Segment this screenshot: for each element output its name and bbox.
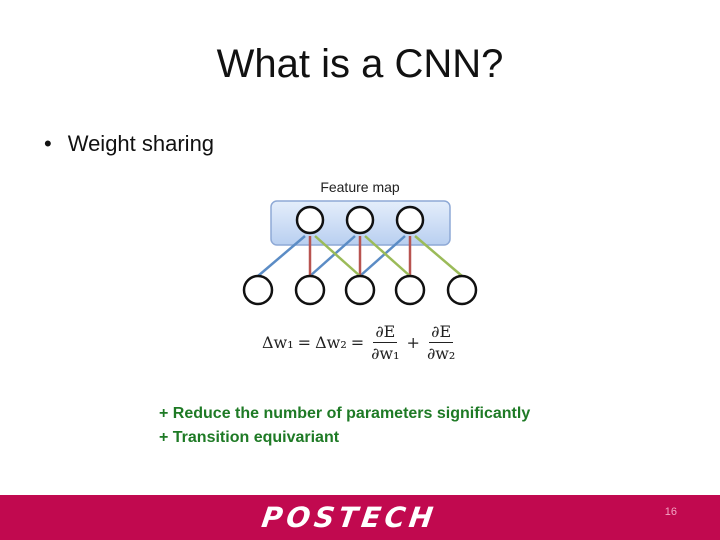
feature-node-1 — [295, 205, 325, 235]
green-edges — [314, 235, 463, 277]
blue-edge-1 — [257, 235, 306, 277]
footer-bar: POSTECH 16 — [0, 495, 720, 540]
bullet-text: Weight sharing — [67, 131, 215, 156]
eq-frac2-numerator: ∂E — [429, 322, 454, 343]
green-edge-3 — [414, 235, 463, 277]
blue-edge-3 — [359, 235, 406, 277]
red-edges — [308, 236, 412, 276]
weight-update-equation: Δw₁ = Δw₂ = ∂E ∂w₁ + ∂E ∂w₂ — [262, 322, 458, 363]
eq-plus: + — [406, 333, 420, 352]
eq-equals-1: = — [297, 333, 312, 352]
benefits-list: + Reduce the number of parameters signif… — [159, 402, 530, 450]
slide-title: What is a CNN? — [216, 42, 504, 86]
green-edge-2 — [364, 235, 411, 277]
eq-frac1-numerator: ∂E — [373, 322, 398, 343]
feature-map-label: Feature map — [320, 179, 400, 195]
postech-logo: POSTECH — [259, 501, 440, 534]
input-node-2 — [294, 274, 326, 306]
blue-edges — [257, 235, 406, 277]
eq-delta-w1: Δw₁ — [262, 333, 294, 352]
input-node-1 — [242, 274, 274, 306]
weight-sharing-diagram: Feature map — [242, 179, 478, 306]
input-node-3 — [344, 274, 376, 306]
bullet-item: • Weight sharing — [44, 131, 214, 157]
benefit-item: + Transition equivariant — [159, 429, 340, 446]
input-node-5 — [446, 274, 478, 306]
input-node-4 — [394, 274, 426, 306]
eq-frac2-denominator: ∂w₂ — [426, 344, 456, 363]
feature-node-3 — [395, 205, 425, 235]
input-nodes — [242, 274, 478, 306]
eq-fraction-2: ∂E ∂w₂ — [427, 322, 455, 363]
green-edge-1 — [314, 235, 361, 277]
feature-node-2 — [345, 205, 375, 235]
page-number: 16 — [664, 506, 677, 518]
blue-edge-2 — [309, 235, 356, 277]
eq-frac1-denominator: ∂w₁ — [371, 344, 400, 363]
eq-equals-2: = — [350, 333, 365, 352]
feature-map-nodes — [295, 205, 425, 235]
benefit-item: + Reduce the number of parameters signif… — [159, 405, 531, 422]
bullet-dot: • — [44, 131, 52, 156]
eq-fraction-1: ∂E ∂w₁ — [371, 322, 399, 363]
eq-delta-w2: Δw₂ — [315, 333, 347, 352]
